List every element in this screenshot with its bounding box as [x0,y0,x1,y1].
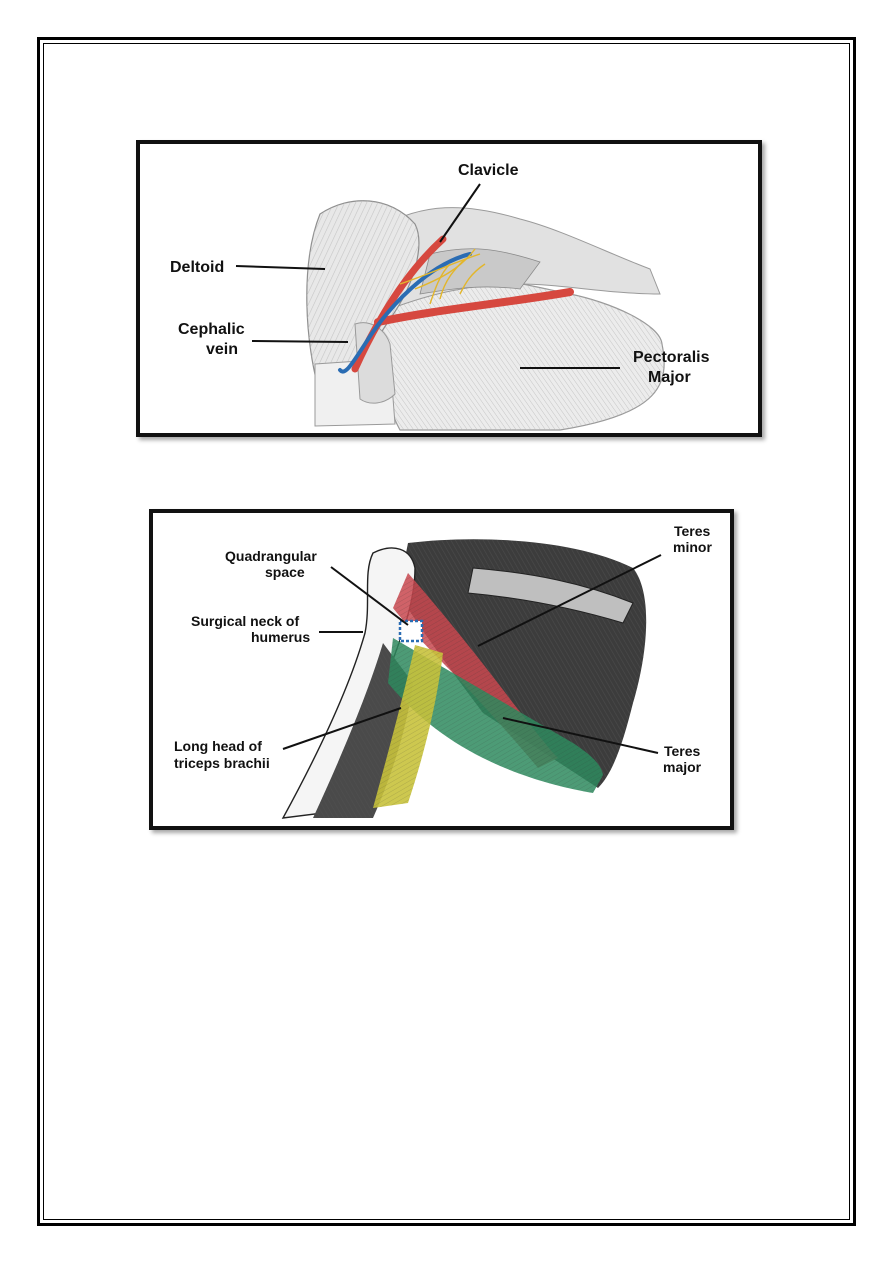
quadrangular-space-label-line2: space [265,564,305,580]
quadrangular-space-leader-line [330,566,409,626]
shoulder-posterior-figure: Quadrangular space Surgical neck of hume… [149,509,734,830]
teres-minor-label-line1: Teres [674,523,711,539]
long-head-triceps-label-line2: triceps brachii [174,755,270,771]
artery-upper [351,235,447,373]
clavicle-leader-line [439,183,481,243]
quadrangular-space-marker [398,619,424,643]
pectoralis-major-label-line1: Pectoralis [633,349,710,366]
long-head-triceps-label-line1: Long head of [174,738,262,754]
teres-major-leader-line [502,717,659,754]
surgical-neck-label-line2: humerus [251,629,310,645]
scapular-spine [467,567,634,624]
surgical-neck-label-line1: Surgical neck of [191,613,299,629]
long-head-triceps-leader-line [282,707,402,750]
brachial-plexus-nerves [399,248,486,305]
shoulder-anterior-figure: Clavicle Deltoid Cephalic vein Pectorali… [136,140,762,437]
shoulder-posterior-illustration: Quadrangular space Surgical neck of hume… [174,523,712,819]
clavicle-label: Clavicle [458,162,519,179]
teres-minor-label-line2: minor [673,539,712,555]
cephalic-vein-leader-line [251,340,349,343]
teres-major-label-line2: major [663,759,702,775]
page-border-outer [37,37,856,1226]
teres-minor-leader-line [477,554,662,647]
artery-lower [374,288,574,326]
deltoid-label: Deltoid [170,259,224,276]
page-border-inner [43,43,850,1220]
cephalic-vein-label-line1: Cephalic [178,321,245,338]
cephalic-vein [338,252,472,374]
quadrangular-space-label-line1: Quadrangular [225,548,317,564]
teres-major-label-line1: Teres [664,743,701,759]
pectoralis-major-label-line2: Major [648,369,691,386]
shoulder-anterior-illustration: Clavicle Deltoid Cephalic vein Pectorali… [170,162,710,431]
deltoid-leader-line [235,265,326,270]
cephalic-vein-label-line2: vein [206,341,238,358]
